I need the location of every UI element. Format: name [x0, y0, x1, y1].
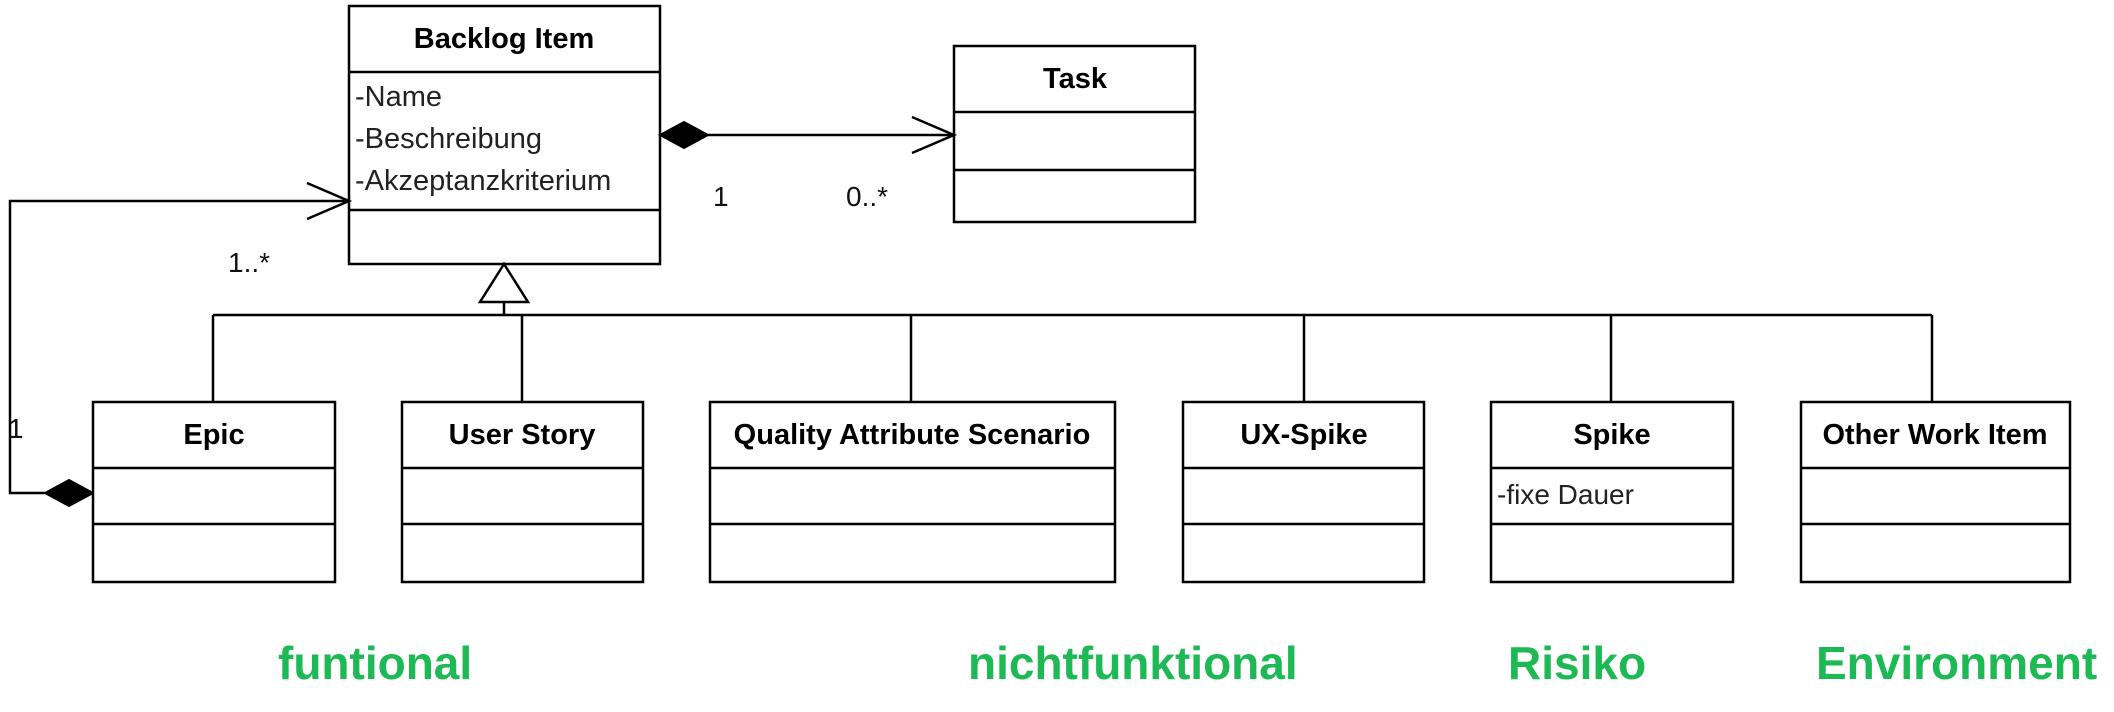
attribute-beschreibung: -Beschreibung	[355, 123, 542, 155]
class-title: Epic	[183, 419, 244, 451]
arrow-head	[911, 115, 958, 155]
class-title: Backlog Item	[414, 23, 595, 55]
association-line	[8, 199, 349, 495]
class-title: Spike	[1573, 419, 1650, 451]
class-title: Task	[1043, 63, 1108, 95]
multiplicity-zero-many: 0..*	[846, 181, 888, 212]
class-title: User Story	[449, 419, 596, 451]
inheritance-triangle	[477, 261, 531, 304]
class-other-work-item[interactable]: Other Work Item	[1799, 400, 2072, 584]
composition-diamond	[657, 120, 711, 150]
category-risk: Risiko	[1508, 637, 1646, 689]
attribute-akzeptanzkriterium: -Akzeptanzkriterium	[355, 165, 611, 197]
multiplicity-one: 1	[713, 181, 729, 212]
class-title: Other Work Item	[1822, 419, 2047, 451]
category-environment: Environment	[1816, 637, 2097, 689]
composition-diamond	[42, 478, 96, 508]
class-quality-attribute-scenario[interactable]: Quality Attribute Scenario	[708, 400, 1117, 584]
composition-backlog-task: 1 0..*	[657, 115, 958, 212]
category-non-functional: nichtfunktional	[968, 637, 1298, 689]
attribute-fixe-dauer: -fixe Dauer	[1497, 479, 1634, 510]
multiplicity-one-many: 1..*	[228, 247, 270, 278]
class-spike[interactable]: Spike -fixe Dauer	[1489, 400, 1735, 584]
category-functional: funtional	[278, 637, 472, 689]
class-epic[interactable]: Epic	[91, 400, 337, 584]
class-title: Quality Attribute Scenario	[734, 419, 1091, 451]
multiplicity-one: 1	[8, 413, 24, 444]
attribute-name: -Name	[355, 81, 442, 113]
class-title: UX-Spike	[1240, 419, 1367, 451]
arrow-head	[306, 181, 353, 221]
generalization-tree	[211, 261, 1934, 402]
class-ux-spike[interactable]: UX-Spike	[1181, 400, 1426, 584]
class-task[interactable]: Task	[952, 44, 1197, 224]
class-backlog-item[interactable]: Backlog Item -Name -Beschreibung -Akzept…	[347, 4, 662, 266]
class-user-story[interactable]: User Story	[400, 400, 645, 584]
composition-epic-backlog: 1..* 1	[8, 181, 353, 508]
